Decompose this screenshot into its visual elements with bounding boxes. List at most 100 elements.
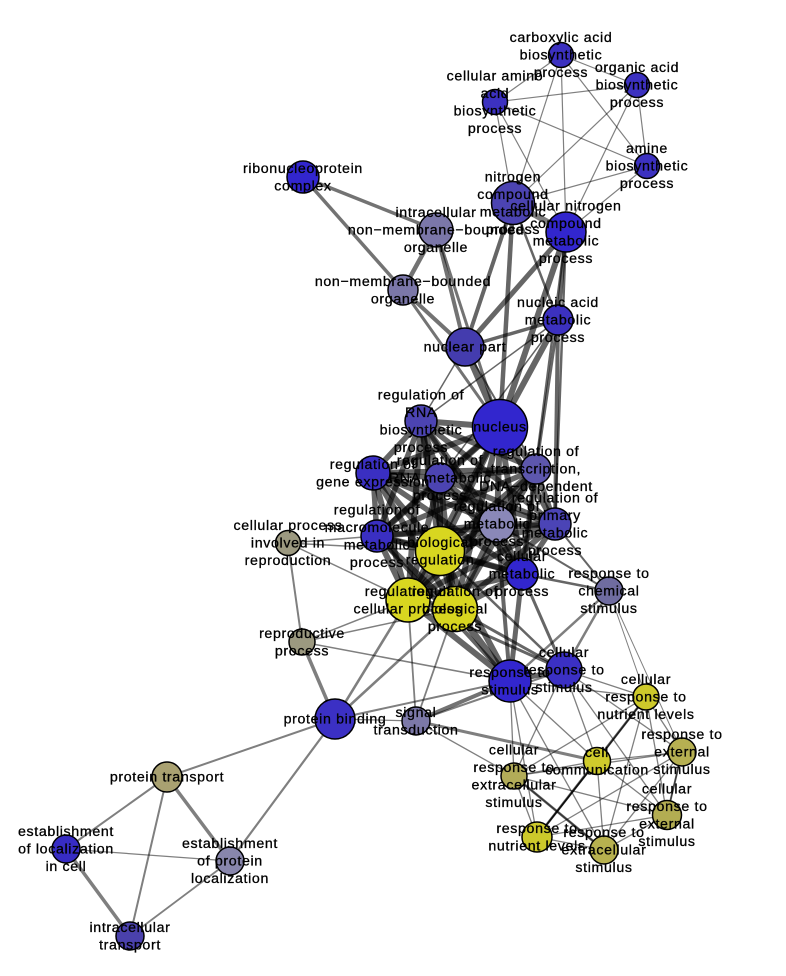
svg-text:organelle: organelle: [371, 291, 435, 307]
svg-text:response to: response to: [641, 727, 722, 743]
svg-text:process: process: [350, 555, 404, 571]
svg-text:transport: transport: [99, 938, 161, 954]
svg-text:metabolic: metabolic: [464, 517, 531, 533]
svg-text:process: process: [528, 543, 582, 559]
svg-text:RNA: RNA: [405, 405, 437, 421]
svg-text:reproductive: reproductive: [259, 626, 345, 642]
svg-text:stimulus: stimulus: [481, 683, 538, 699]
svg-text:regulation: regulation: [406, 553, 475, 569]
svg-text:process: process: [534, 65, 588, 81]
svg-text:process: process: [531, 330, 585, 346]
svg-text:nutrient levels: nutrient levels: [597, 707, 694, 723]
svg-text:of protein: of protein: [197, 854, 263, 870]
svg-text:nitrogen: nitrogen: [485, 169, 541, 185]
svg-text:extracellular: extracellular: [472, 778, 557, 794]
svg-text:process: process: [495, 584, 549, 600]
svg-text:response to: response to: [523, 663, 604, 679]
svg-text:acid: acid: [481, 86, 510, 102]
svg-text:establishment: establishment: [182, 836, 278, 852]
svg-text:metabolic: metabolic: [344, 538, 411, 554]
svg-text:metabolic: metabolic: [489, 567, 556, 583]
svg-text:process: process: [275, 644, 329, 660]
svg-text:reproduction: reproduction: [245, 553, 332, 569]
svg-text:response to: response to: [473, 760, 554, 776]
svg-text:organic acid: organic acid: [595, 60, 679, 76]
svg-text:protein binding: protein binding: [284, 712, 387, 728]
svg-text:biosynthetic: biosynthetic: [606, 159, 689, 175]
svg-text:regulation of: regulation of: [512, 490, 599, 506]
svg-text:stimulus: stimulus: [580, 601, 637, 617]
svg-text:chemical: chemical: [578, 584, 639, 600]
svg-text:response to: response to: [626, 799, 707, 815]
svg-text:nuclear part: nuclear part: [424, 340, 507, 356]
svg-text:transcription,: transcription,: [491, 462, 581, 478]
svg-text:process: process: [539, 251, 593, 267]
svg-text:ribonucleoprotein: ribonucleoprotein: [243, 161, 363, 177]
svg-text:external: external: [654, 745, 710, 761]
svg-text:process: process: [428, 619, 482, 635]
svg-text:cellular: cellular: [621, 672, 671, 688]
svg-text:cellular process: cellular process: [234, 518, 343, 534]
svg-text:regulation of: regulation of: [493, 444, 580, 460]
svg-text:DNA−dependent: DNA−dependent: [479, 479, 593, 495]
svg-text:RNA metabolic: RNA metabolic: [389, 471, 491, 487]
svg-text:of localization: of localization: [18, 842, 114, 858]
svg-text:regulation of: regulation of: [454, 499, 541, 515]
svg-text:amine: amine: [626, 141, 668, 157]
svg-text:regulation of: regulation of: [378, 387, 465, 403]
svg-text:process: process: [610, 95, 664, 111]
svg-text:response to: response to: [568, 566, 649, 582]
svg-text:complex: complex: [274, 178, 331, 194]
svg-text:extracellular: extracellular: [562, 843, 647, 859]
svg-text:stimulus: stimulus: [535, 680, 592, 696]
svg-text:non−membrane−bounded: non−membrane−bounded: [315, 274, 491, 290]
svg-text:carboxylic acid: carboxylic acid: [510, 30, 613, 46]
svg-text:cellular: cellular: [489, 743, 539, 759]
svg-text:nucleic acid: nucleic acid: [517, 295, 599, 311]
svg-text:metabolic: metabolic: [480, 204, 547, 220]
svg-text:biological: biological: [422, 602, 488, 618]
svg-text:in cell: in cell: [46, 859, 87, 875]
svg-text:metabolic: metabolic: [522, 526, 589, 542]
svg-text:regulation of: regulation of: [412, 584, 499, 600]
svg-text:response to: response to: [496, 821, 577, 837]
svg-text:stimulus: stimulus: [653, 762, 710, 778]
svg-text:process: process: [486, 222, 540, 238]
svg-text:process: process: [620, 176, 674, 192]
svg-text:metabolic: metabolic: [525, 313, 592, 329]
svg-text:cell: cell: [585, 745, 609, 761]
svg-text:process: process: [413, 488, 467, 504]
svg-text:stimulus: stimulus: [485, 795, 542, 811]
svg-text:macromolecule: macromolecule: [325, 520, 430, 536]
svg-text:process: process: [470, 534, 524, 550]
svg-text:nutrient levels: nutrient levels: [488, 839, 585, 855]
svg-text:response to: response to: [605, 690, 686, 706]
svg-text:cellular process: cellular process: [354, 602, 463, 618]
svg-text:process: process: [394, 440, 448, 456]
svg-text:cellular: cellular: [642, 782, 692, 798]
svg-text:biosynthetic: biosynthetic: [596, 78, 679, 94]
svg-text:stimulus: stimulus: [638, 834, 695, 850]
svg-text:organelle: organelle: [404, 240, 468, 256]
svg-text:establishment: establishment: [18, 824, 114, 840]
svg-text:biosynthetic: biosynthetic: [380, 422, 463, 438]
svg-text:gene expression: gene expression: [316, 474, 430, 490]
svg-text:primary: primary: [529, 508, 581, 524]
svg-text:communication: communication: [545, 763, 649, 779]
svg-text:protein transport: protein transport: [110, 770, 224, 786]
svg-text:cellular nitrogen: cellular nitrogen: [510, 198, 621, 214]
svg-text:biosynthetic: biosynthetic: [454, 104, 537, 120]
svg-text:biosynthetic: biosynthetic: [520, 48, 603, 64]
svg-text:involved in: involved in: [251, 536, 325, 552]
svg-text:cellular: cellular: [497, 549, 547, 565]
svg-text:compound: compound: [530, 216, 601, 232]
svg-text:biological: biological: [407, 535, 473, 551]
svg-text:response to: response to: [563, 825, 644, 841]
svg-text:regulation of: regulation of: [397, 453, 484, 469]
svg-text:transduction: transduction: [373, 723, 458, 739]
svg-text:response to: response to: [469, 665, 550, 681]
svg-text:regulation of: regulation of: [330, 457, 417, 473]
svg-text:cellular amino: cellular amino: [447, 69, 544, 85]
svg-text:compound: compound: [477, 187, 548, 203]
svg-text:nucleus: nucleus: [473, 420, 526, 436]
